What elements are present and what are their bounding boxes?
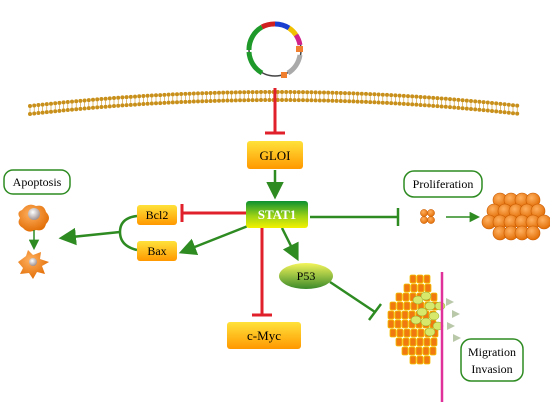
cell-membrane-icon (28, 90, 520, 116)
outcome-invasion-label: Invasion (471, 362, 512, 376)
outcome-migration-label: Migration (468, 345, 516, 359)
outcome-proliferation: Proliferation (403, 170, 483, 198)
outcome-migration-invasion: Migration Invasion (460, 338, 524, 382)
bcl2-bax-bracket (118, 214, 138, 252)
node-gloi: GLOI (247, 141, 303, 169)
activate-edge-bax (178, 222, 254, 256)
node-bax: Bax (137, 241, 177, 261)
node-bcl2-label: Bcl2 (146, 208, 169, 222)
apoptosis-arrow (58, 227, 121, 246)
node-p53: P53 (279, 263, 333, 289)
node-bax-label: Bax (147, 244, 166, 258)
inhibit-edge-tumor (329, 280, 376, 314)
node-stat1: STAT1 (246, 201, 308, 228)
node-cmyc: c-Myc (227, 322, 301, 349)
outcome-apoptosis-label: Apoptosis (13, 175, 62, 189)
node-gloi-label: GLOI (259, 148, 290, 163)
small-cell-cluster-icon (420, 209, 435, 224)
plasmid-icon (246, 21, 303, 78)
apoptotic-cell-icon (18, 204, 49, 279)
cell-cluster-icon (481, 192, 550, 241)
outcome-proliferation-label: Proliferation (413, 177, 474, 191)
node-bcl2: Bcl2 (137, 205, 177, 225)
node-cmyc-label: c-Myc (247, 328, 281, 343)
tumor-mass-icon (387, 274, 461, 365)
activate-edge-p53 (280, 227, 299, 262)
node-p53-label: P53 (297, 269, 316, 283)
pathway-edges (58, 88, 481, 321)
node-stat1-label: STAT1 (258, 207, 297, 222)
outcome-apoptosis: Apoptosis (3, 169, 71, 195)
